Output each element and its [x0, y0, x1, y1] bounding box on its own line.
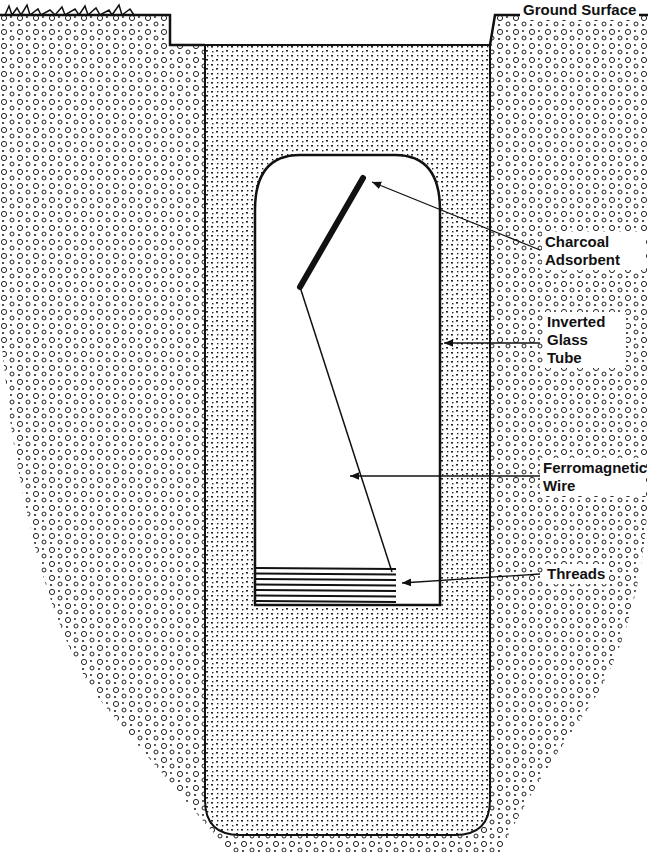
- part-label: Threads: [544, 564, 608, 584]
- threads: [256, 568, 396, 602]
- leader-line: [372, 182, 540, 250]
- grass: [5, 5, 134, 15]
- ferromagnetic-wire: [300, 287, 392, 572]
- surface-label: Ground Surface: [520, 0, 639, 20]
- part-label: Ferromagnetic Wire: [540, 458, 646, 496]
- part-label: Inverted Glass Tube: [544, 312, 626, 368]
- glass-tube: [255, 155, 440, 605]
- soil: [0, 15, 648, 852]
- leader-line: [350, 475, 540, 476]
- charcoal: [300, 178, 363, 287]
- leader-line: [402, 574, 540, 583]
- leader-line: [444, 342, 540, 343]
- backfill: [205, 45, 490, 835]
- part-label: Charcoal Adsorbent: [542, 232, 646, 270]
